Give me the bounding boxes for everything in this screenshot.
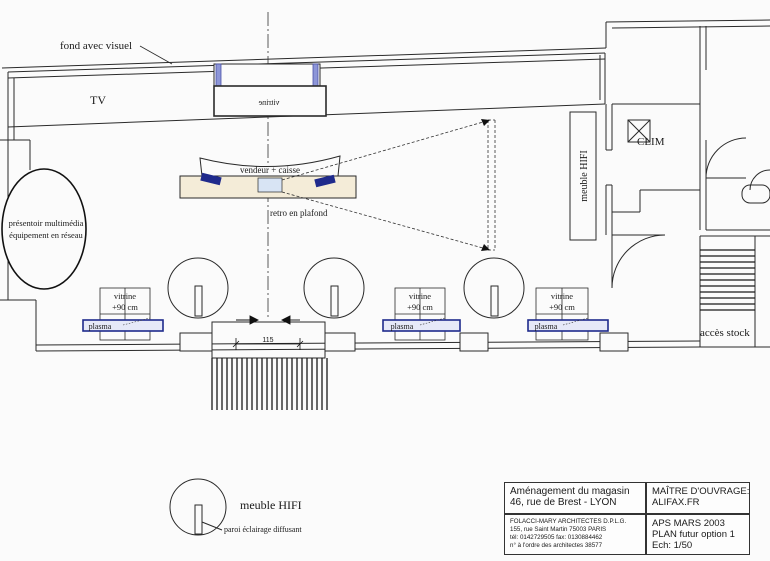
cartouche-architect: FOLACCI-MARY ARCHITECTES D.P.L.G. 155, r… (504, 514, 646, 555)
facade-pillars (179, 321, 629, 359)
legend-symbol (169, 478, 227, 536)
sales-counter-label: vendeur + caisse (240, 165, 300, 175)
svg-text:+90 cm: +90 cm (549, 302, 575, 312)
svg-text:plasma: plasma (535, 322, 558, 331)
sales-counter (179, 155, 357, 199)
hifi-round-units (167, 257, 525, 319)
dimension-115-label: 115 (262, 337, 273, 344)
plasma-sightlines (122, 317, 589, 326)
presentoir-label-1: présentoir multimédia (9, 218, 84, 228)
hifi-cabinet (569, 111, 597, 241)
cartouche-project: Aménagement du magasin 46, rue de Brest … (504, 482, 646, 514)
entrance-arrows (236, 315, 300, 325)
vitrine-3-text: vitrine +90 cm plasma (535, 291, 576, 331)
svg-text:vitrine: vitrine (409, 291, 431, 301)
owner-name: ALIFAX.FR (652, 497, 700, 508)
svg-text:vitrine: vitrine (114, 291, 136, 301)
projection-cone (281, 119, 496, 251)
svg-text:+90 cm: +90 cm (407, 302, 433, 312)
fond-visuel-leader (139, 45, 173, 65)
tv-label: TV (90, 93, 106, 107)
top-vitrine (213, 63, 327, 117)
legend-paroi-label: paroi éclairage diffusant (224, 525, 302, 534)
vitrine-1-text: vitrine +90 cm plasma (89, 291, 139, 331)
outer-walls (0, 19, 770, 352)
vitrine-mirrored-label: vitrine (258, 98, 279, 107)
presentoir-label-2: équipement en réseau (9, 230, 83, 240)
svg-text:plasma: plasma (391, 322, 414, 331)
cartouche-date: APS MARS 2003 PLAN futur option 1 Ech: 1… (646, 514, 750, 555)
owner-heading: MAÎTRE D'OUVRAGE: (652, 486, 750, 497)
plan-name: PLAN futur option 1 (652, 529, 735, 540)
dimension-115 (232, 338, 304, 350)
svg-text:vitrine: vitrine (551, 291, 573, 301)
hifi-cabinet-label: meuble HIFI (579, 150, 590, 201)
vitrine-2-text: vitrine +90 cm plasma (391, 291, 434, 331)
architect-name: FOLACCI-MARY ARCHITECTES D.P.L.G. (510, 518, 627, 525)
svg-text:plasma: plasma (89, 322, 112, 331)
entrance-steps (211, 358, 328, 410)
plasma-bars (82, 319, 609, 332)
cartouche-owner: MAÎTRE D'OUVRAGE: ALIFAX.FR (646, 482, 750, 514)
project-address: 46, rue de Brest - LYON (510, 497, 617, 508)
architect-registration: n° à l'ordre des architectes 38577 (510, 542, 603, 549)
phase-date: APS MARS 2003 (652, 518, 725, 529)
architect-phone: tél: 0142729505 fax: 0130884462 (510, 534, 603, 541)
plan-scale: Ech: 1/50 (652, 540, 693, 551)
svg-text:+90 cm: +90 cm (112, 302, 138, 312)
legend-meuble-label: meuble HIFI (240, 498, 302, 512)
clim-label: CLIM (637, 136, 665, 148)
acces-stock-label: accès stock (700, 327, 750, 339)
projection-arrowheads (481, 119, 490, 251)
stock-staircase (700, 249, 755, 311)
project-title: Aménagement du magasin (510, 486, 630, 497)
clim-unit (627, 119, 651, 143)
architect-address: 155, rue Saint Martin 75003 PARIS (510, 526, 607, 533)
fond-visuel-label: fond avec visuel (60, 40, 132, 52)
door-swings (611, 137, 770, 289)
retro-label: retro en plafond (270, 208, 328, 218)
presentoir-ellipse (1, 168, 87, 290)
